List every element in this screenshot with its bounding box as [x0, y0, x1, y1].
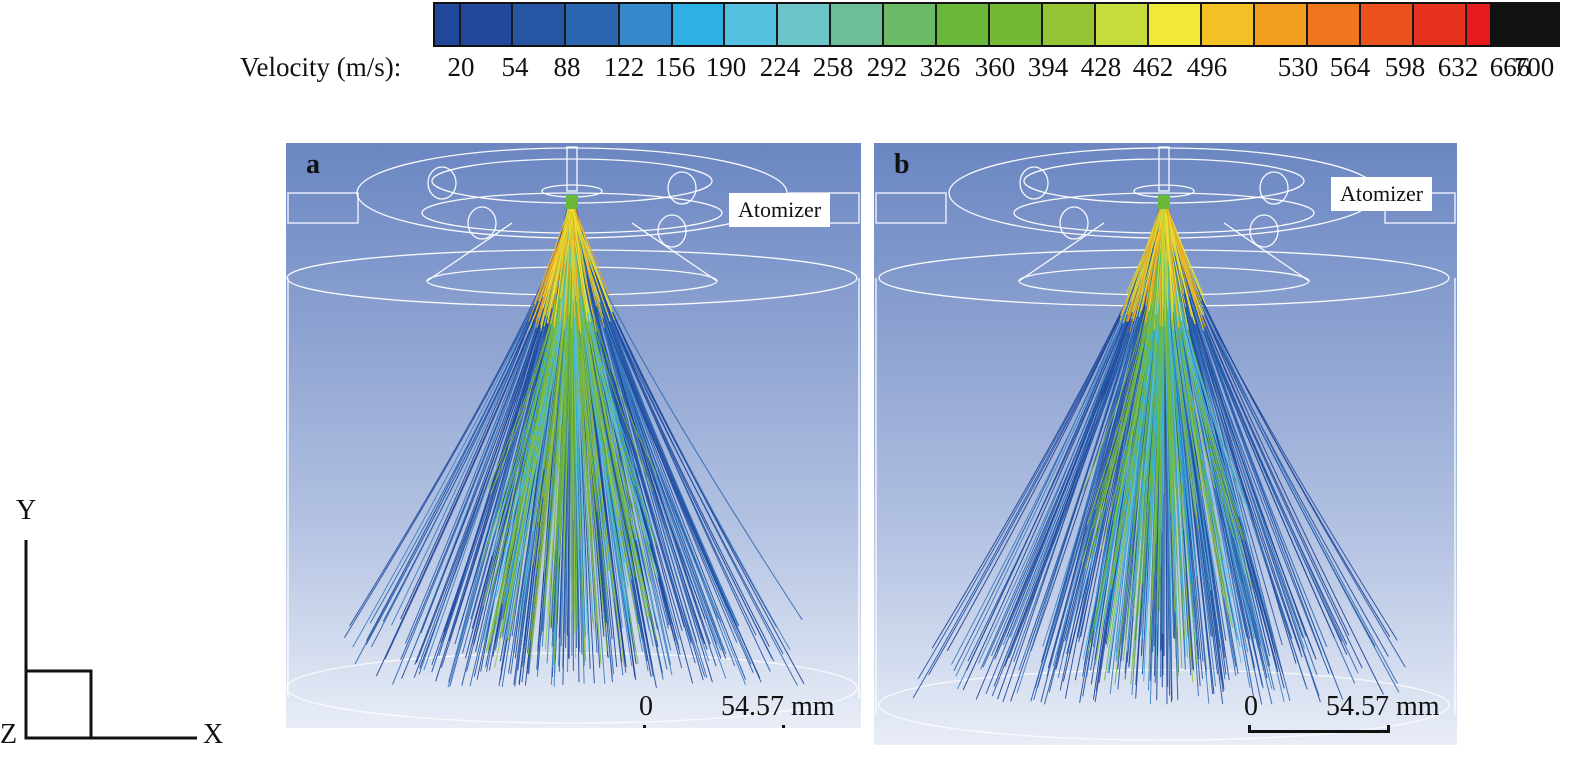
colorbar-cell [513, 4, 566, 45]
scale-length: 54.57 mm [1326, 691, 1440, 722]
colorbar-cell [566, 4, 620, 45]
colorbar-tick-label: 258 [812, 52, 854, 82]
colorbar-tick-label: 156 [654, 52, 696, 82]
colorbar-cell [937, 4, 990, 45]
spray-trajectory-plot [286, 146, 860, 724]
panel-letter: a [306, 149, 320, 180]
colorbar-cell [1361, 4, 1414, 45]
colorbar-cell [778, 4, 831, 45]
atomizer-label: Atomizer [729, 193, 831, 227]
spray-trajectory-plot [875, 146, 1456, 741]
colorbar-tick-label: 360 [974, 52, 1016, 82]
colorbar-tick-label: 666 [1489, 52, 1531, 82]
scale-bar: 0 54.57 mm [1244, 691, 1440, 733]
panel-b: b Atomizer 0 54.57 mm [874, 143, 1457, 745]
colorbar-cell [884, 4, 937, 45]
colorbar-tick-label: 122 [603, 52, 645, 82]
colorbar-tick-label: 190 [705, 52, 747, 82]
colorbar-cell [1149, 4, 1202, 45]
velocity-colorbar [433, 2, 1560, 47]
colorbar-cell [990, 4, 1043, 45]
colorbar-tick-label: 394 [1027, 52, 1069, 82]
colorbar-cell [1414, 4, 1467, 45]
scale-bar: 0 54.57 mm [639, 691, 835, 728]
scale-bar-line [1248, 725, 1390, 733]
colorbar-tick-label: 564 [1329, 52, 1371, 82]
z-axis-label: Z [0, 719, 18, 750]
colorbar-cell [1096, 4, 1149, 45]
colorbar-tick-label: 88 [553, 52, 581, 82]
colorbar-tick-label: 54 [501, 52, 529, 82]
x-axis-label: X [203, 719, 224, 750]
colorbar-tick-label: 20 [447, 52, 475, 82]
axis-triad: Y X Z [0, 495, 240, 760]
y-axis-label: Y [16, 495, 37, 526]
colorbar-label: Velocity (m/s): [240, 52, 402, 82]
panel-letter: b [894, 149, 910, 180]
colorbar-cell [1467, 4, 1490, 45]
atomizer-label: Atomizer [1331, 177, 1433, 211]
colorbar-cell [461, 4, 513, 45]
colorbar-cell [1308, 4, 1361, 45]
colorbar-cell [673, 4, 725, 45]
colorbar-tick-label: 700 [1513, 52, 1555, 82]
colorbar-cell [1202, 4, 1255, 45]
colorbar-cell [1043, 4, 1096, 45]
colorbar-tick-label: 462 [1132, 52, 1174, 82]
colorbar-tick-label: 530 [1277, 52, 1319, 82]
scale-bar-line [643, 725, 785, 728]
colorbar-tick-label: 326 [919, 52, 961, 82]
colorbar-cell [435, 4, 461, 45]
colorbar-cell [1255, 4, 1308, 45]
panel-a: a Atomizer 0 54.57 mm [286, 143, 861, 728]
colorbar-cell [620, 4, 673, 45]
colorbar-tick-label: 496 [1186, 52, 1228, 82]
colorbar-tick-label: 224 [759, 52, 801, 82]
colorbar-cell [831, 4, 884, 45]
scale-zero: 0 [1244, 691, 1258, 722]
colorbar-tick-label: 598 [1384, 52, 1426, 82]
colorbar-tick-label: 632 [1437, 52, 1479, 82]
axis-triad-lines [24, 540, 197, 740]
colorbar-cell [725, 4, 778, 45]
colorbar-ticks: 20 54 88 122 156 190 224 258 292 326 360 394 428 462 4… [0, 52, 1593, 86]
colorbar-tick-label: 292 [866, 52, 908, 82]
scale-zero: 0 [639, 691, 653, 722]
scale-length: 54.57 mm [721, 691, 835, 722]
colorbar-tick-label: 428 [1080, 52, 1122, 82]
